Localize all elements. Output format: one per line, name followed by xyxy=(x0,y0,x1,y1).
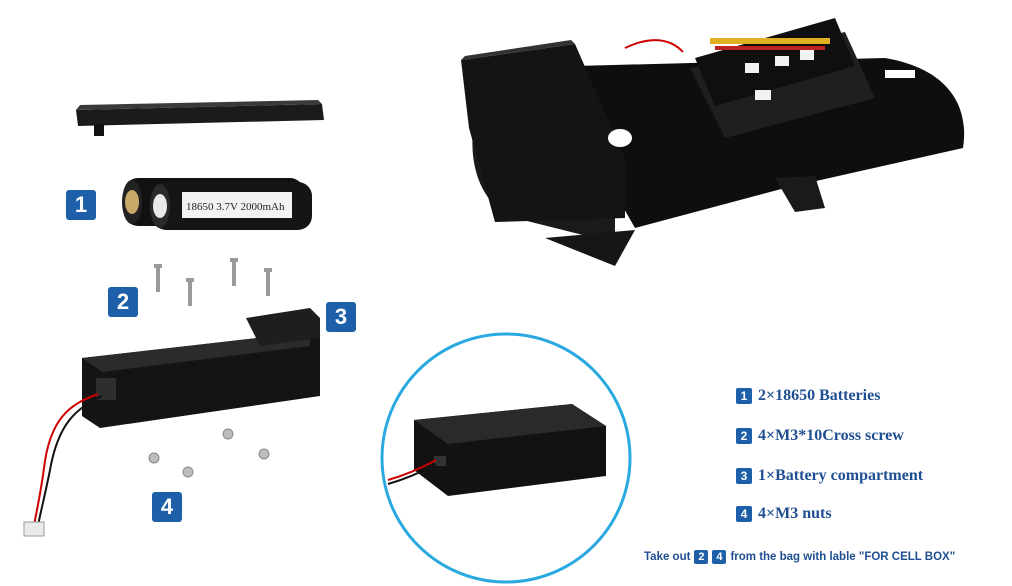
legend-text-3: 1×Battery compartment xyxy=(758,467,924,484)
legend-badge-1: 1 xyxy=(736,388,752,404)
legend-item-2: 2 4×M3*10Cross screw xyxy=(736,425,904,447)
legend-badge-3: 3 xyxy=(736,468,752,484)
legend-text-4: 4×M3 nuts xyxy=(758,505,832,522)
badge-2: 2 xyxy=(108,287,138,317)
assembled-chassis xyxy=(461,18,965,266)
note-prefix: Take out xyxy=(644,551,691,563)
legend-item-3: 3 1×Battery compartment xyxy=(736,465,923,487)
note-badge-2: 2 xyxy=(694,550,709,564)
badge-4: 4 xyxy=(152,492,182,522)
note-suffix: from the bag with lable "FOR CELL BOX" xyxy=(730,551,956,563)
battery-compartment xyxy=(23,308,320,537)
battery-box-lid xyxy=(76,100,324,136)
badge-3: 3 xyxy=(326,302,356,332)
screws xyxy=(154,258,272,306)
batteries-18650 xyxy=(122,178,312,230)
legend-item-1: 1 2×18650 Batteries xyxy=(736,385,880,407)
legend-badge-2: 2 xyxy=(736,428,752,444)
legend-badge-4: 4 xyxy=(736,506,752,522)
instruction-note: Take out 2 4 from the bag with lable "FO… xyxy=(644,550,955,564)
battery-label: 18650 3.7V 2000mAh xyxy=(186,201,285,213)
zoom-circle xyxy=(380,332,632,584)
legend-text-2: 4×M3*10Cross screw xyxy=(758,427,904,444)
badge-1: 1 xyxy=(66,190,96,220)
legend-text-1: 2×18650 Batteries xyxy=(758,387,881,404)
note-badge-4: 4 xyxy=(712,550,727,564)
nuts xyxy=(148,428,270,478)
legend-item-4: 4 4×M3 nuts xyxy=(736,503,832,525)
